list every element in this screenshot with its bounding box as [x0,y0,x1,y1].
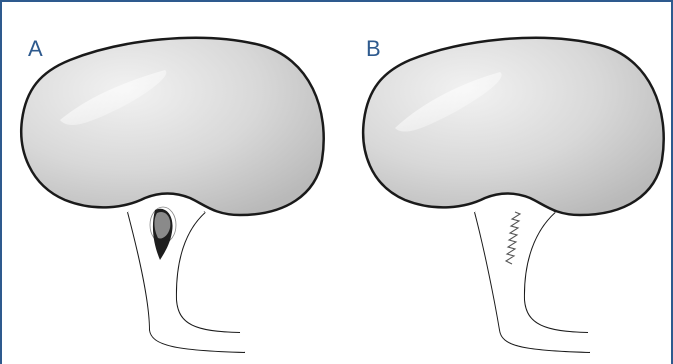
panel-a-organ [21,38,323,215]
panel-a [21,38,323,352]
panel-b [363,38,664,352]
